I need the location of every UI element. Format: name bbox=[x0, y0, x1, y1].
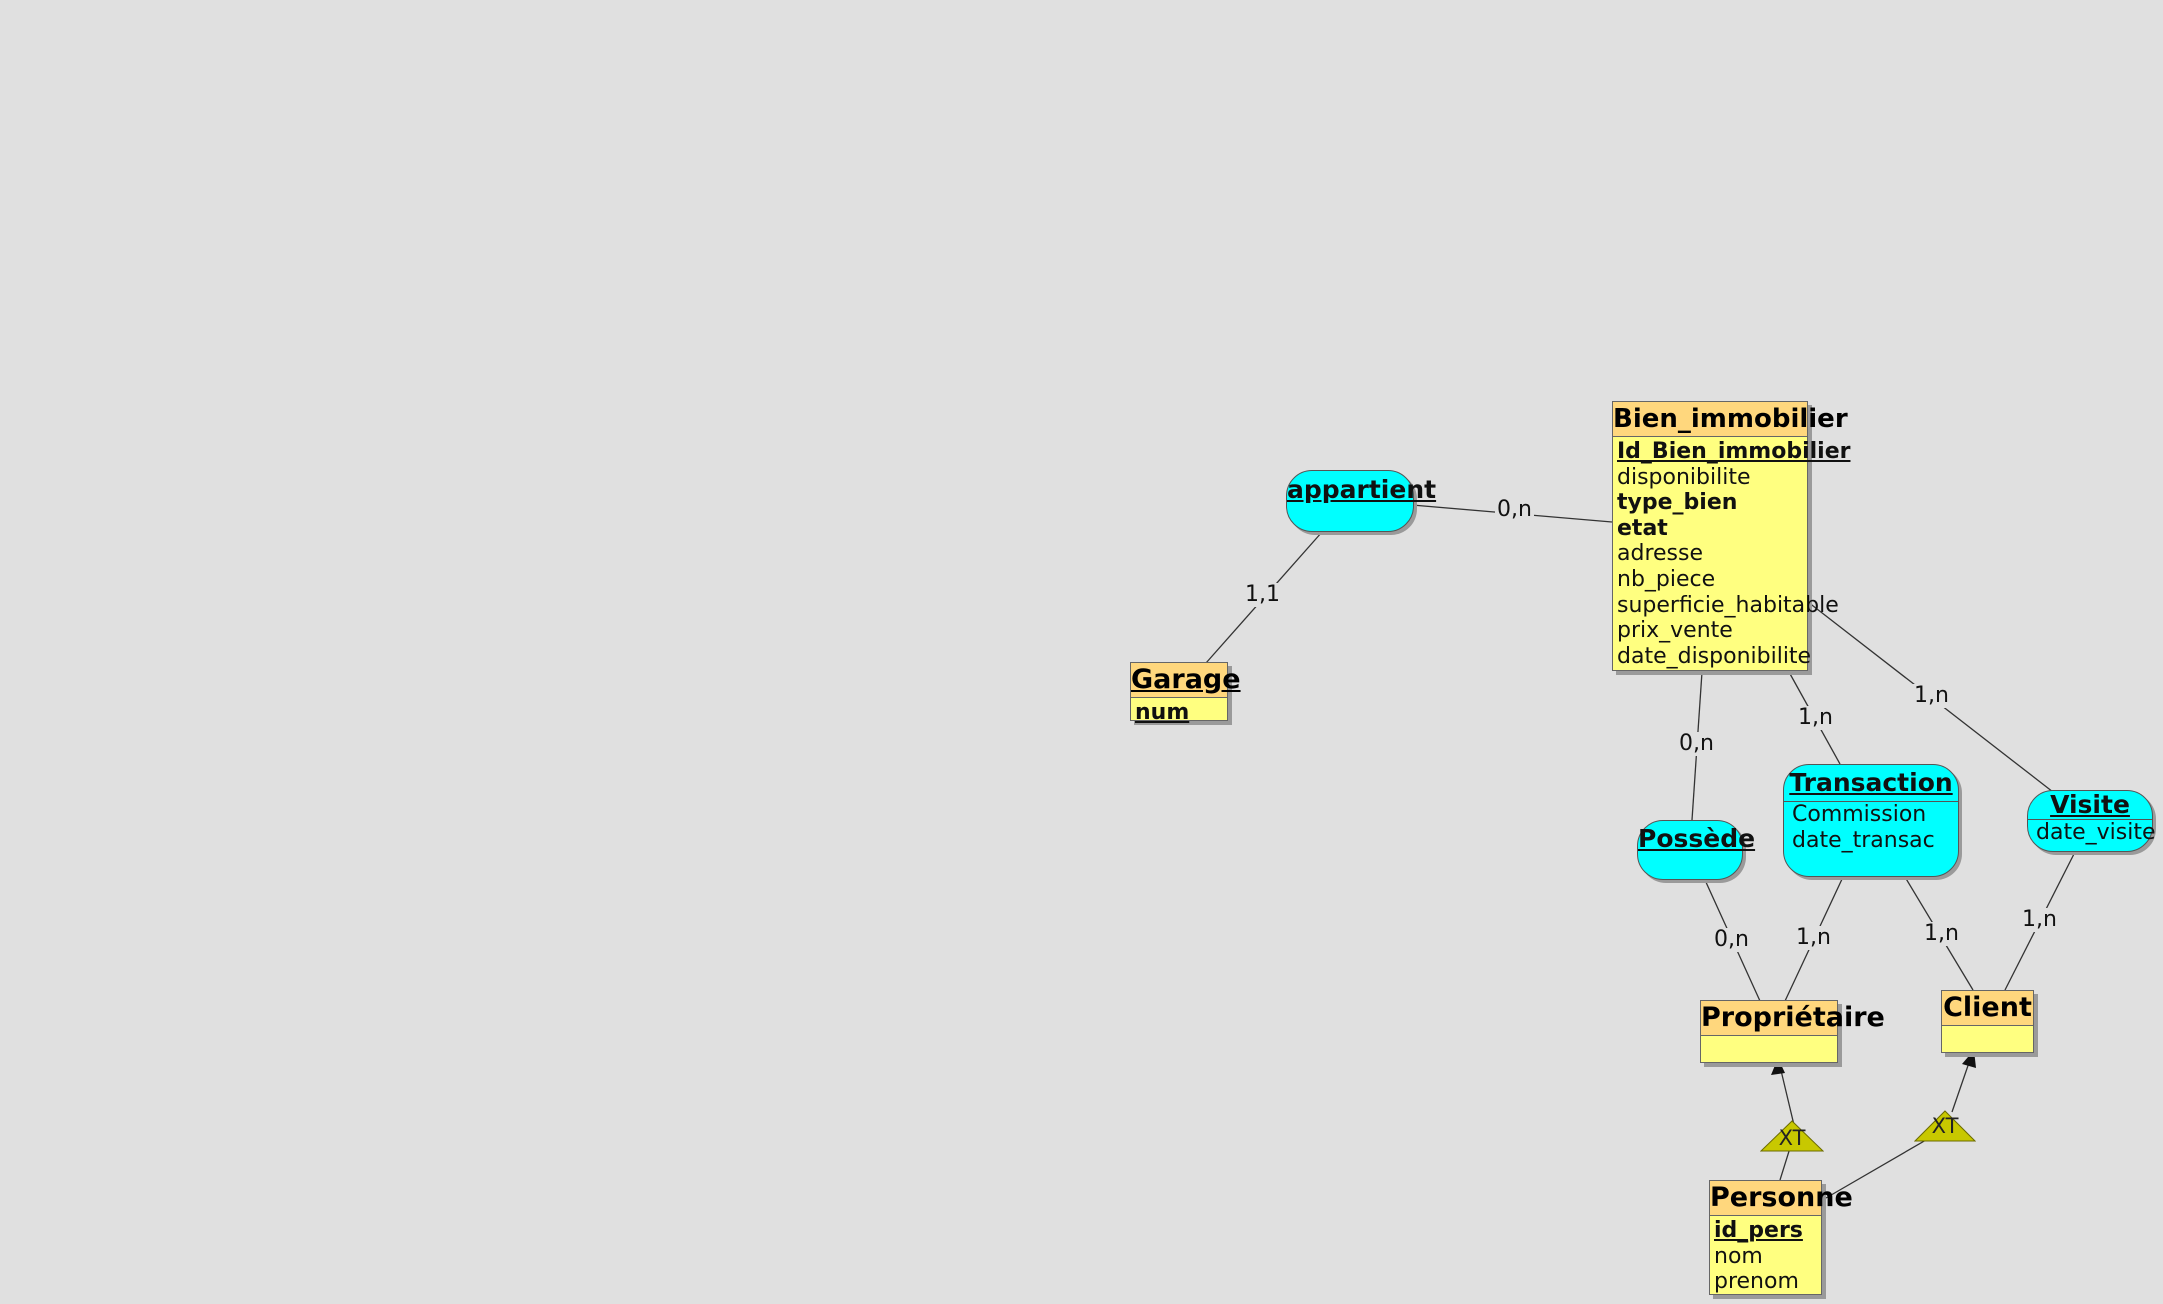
cardinality-transaction-bien: 1,n bbox=[1796, 705, 1835, 730]
attribute: prenom bbox=[1714, 1269, 1799, 1295]
arrow-head-proprietaire bbox=[1771, 1058, 1785, 1075]
inheritance-xt-client[interactable]: XT bbox=[1913, 1110, 1977, 1142]
attribute: date_visite bbox=[2036, 820, 2156, 845]
attribute: nom bbox=[1714, 1243, 1763, 1269]
entity-proprietaire[interactable]: Propriétaire bbox=[1700, 1000, 1885, 1063]
cardinality-appartient-garage: 1,1 bbox=[1243, 582, 1282, 607]
entity-title: Garage bbox=[1131, 663, 1241, 698]
entity-attributes: id_pers nom prenom bbox=[1710, 1216, 1821, 1297]
triangle-icon bbox=[1913, 1110, 1977, 1142]
association-title: Possède bbox=[1638, 824, 1756, 853]
attribute: type_bien bbox=[1617, 490, 1738, 516]
link-personne-xt-proprietaire bbox=[1779, 1147, 1791, 1181]
association-attributes: Commission date_transac bbox=[1784, 801, 1958, 853]
association-possede[interactable]: Possède bbox=[1637, 820, 1756, 880]
cardinality-visite-bien: 1,n bbox=[1912, 683, 1951, 708]
association-title: Visite bbox=[2050, 790, 2130, 819]
association-appartient[interactable]: appartient bbox=[1286, 470, 1437, 532]
inheritance-label: XT bbox=[1931, 1114, 1959, 1138]
inheritance-xt-proprietaire[interactable]: XT bbox=[1759, 1120, 1825, 1152]
entity-title: Bien_immobilier bbox=[1613, 402, 1848, 437]
attribute: nb_piece bbox=[1617, 566, 1716, 592]
attribute-key: id_pers bbox=[1714, 1218, 1803, 1243]
association-title: Transaction bbox=[1789, 768, 1953, 797]
entity-title: Client bbox=[1942, 991, 2033, 1026]
association-title: appartient bbox=[1287, 475, 1437, 504]
entity-title: Personne bbox=[1710, 1181, 1853, 1216]
entity-bien-immobilier[interactable]: Bien_immobilier Id_Bien_immobilier dispo… bbox=[1612, 401, 1851, 671]
cardinality-possede-bien: 0,n bbox=[1677, 731, 1716, 756]
cardinality-transaction-client: 1,n bbox=[1922, 921, 1961, 946]
attribute-key: num bbox=[1135, 700, 1190, 725]
inheritance-label: XT bbox=[1778, 1126, 1806, 1150]
association-visite[interactable]: Visite date_visite bbox=[2027, 790, 2156, 852]
entity-attributes: num bbox=[1131, 698, 1227, 728]
arrow-head-client bbox=[1962, 1050, 1976, 1068]
attribute: disponibilite bbox=[1617, 464, 1751, 490]
association-transaction[interactable]: Transaction Commission date_transac bbox=[1783, 764, 1959, 877]
cardinality-appartient-bien: 0,n bbox=[1495, 497, 1534, 522]
entity-garage[interactable]: Garage num bbox=[1130, 662, 1241, 725]
attribute: date_disponibilite bbox=[1617, 643, 1812, 669]
attribute: etat bbox=[1617, 515, 1668, 541]
entity-personne[interactable]: Personne id_pers nom prenom bbox=[1709, 1180, 1853, 1297]
cardinality-possede-proprietaire: 0,n bbox=[1712, 927, 1751, 952]
attribute: superficie_habitable bbox=[1617, 592, 1839, 618]
attribute: adresse bbox=[1617, 541, 1704, 567]
attribute: date_transac bbox=[1792, 827, 1935, 853]
attribute-key: Id_Bien_immobilier bbox=[1617, 439, 1851, 464]
association-attributes: date_visite bbox=[2028, 819, 2156, 846]
entity-title: Propriétaire bbox=[1701, 1001, 1885, 1036]
triangle-icon bbox=[1759, 1120, 1825, 1152]
link-personne-xt-client bbox=[1825, 1139, 1927, 1199]
attribute: Commission bbox=[1792, 802, 1927, 827]
attribute: prix_vente bbox=[1617, 618, 1733, 644]
cardinality-transaction-proprietaire: 1,n bbox=[1794, 925, 1833, 950]
cardinality-visite-client: 1,n bbox=[2020, 907, 2059, 932]
entity-client[interactable]: Client bbox=[1941, 990, 2034, 1053]
entity-attributes: Id_Bien_immobilier disponibilite type_bi… bbox=[1613, 437, 1851, 671]
